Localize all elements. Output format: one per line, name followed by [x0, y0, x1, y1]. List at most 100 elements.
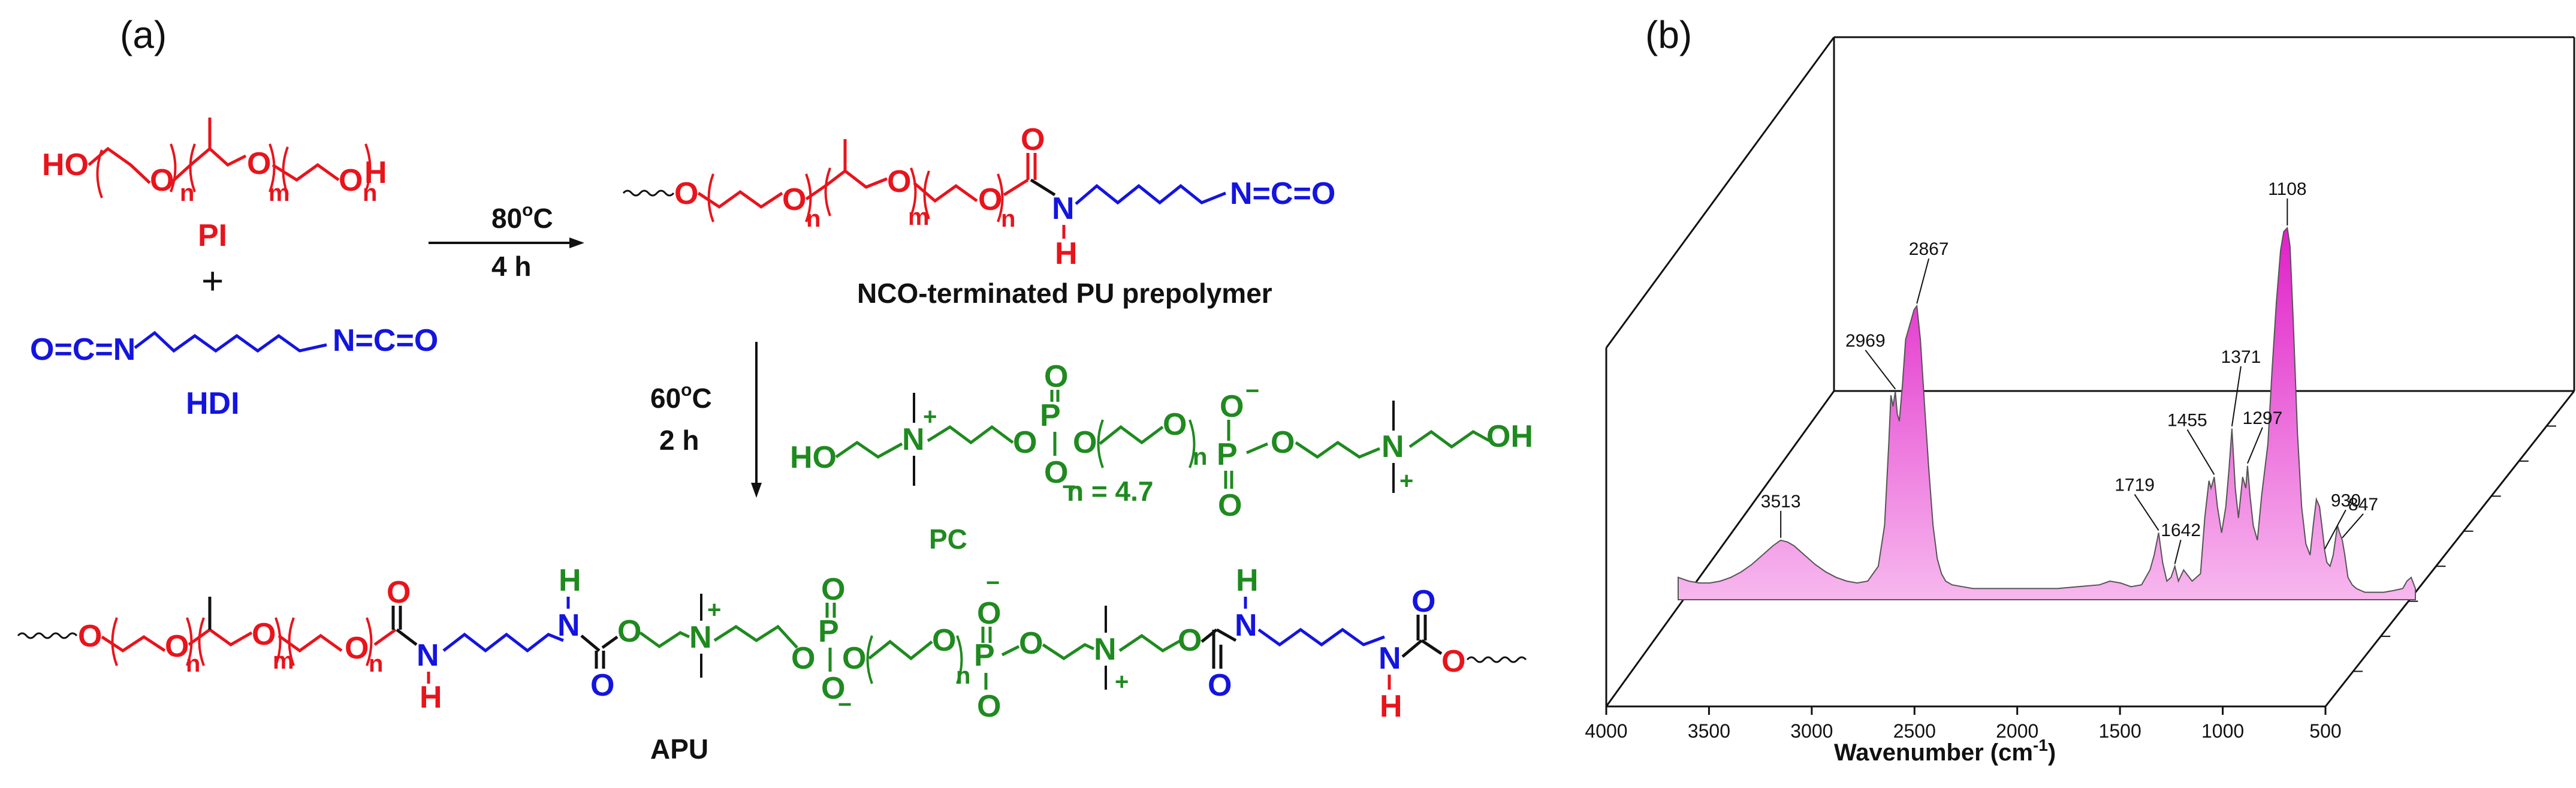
- apu-bracket2-right: [275, 617, 282, 666]
- peak-label-2969: 2969: [1845, 331, 1886, 351]
- prepolymer-o1: O: [674, 176, 698, 211]
- apu-n2: n: [369, 651, 383, 677]
- box-floor-right: [2324, 390, 2575, 707]
- x-tick-label: 3000: [1790, 720, 1833, 742]
- pl-bracket1-left: [96, 149, 103, 198]
- prepolymer-bracket3-left: [923, 170, 930, 219]
- apu-p1: P: [818, 614, 839, 649]
- x-tick-label: 1500: [2099, 720, 2141, 742]
- pl-o1-text: O: [150, 163, 174, 198]
- pl-bond-chain1: [88, 146, 151, 184]
- hdi-left-text: O=C=N: [30, 332, 135, 367]
- peak-label-1719: 1719: [2115, 475, 2155, 495]
- pc-p1-o-top: O: [1044, 359, 1068, 394]
- apu-carbonyl4-o: O: [1411, 584, 1435, 619]
- prepolymer-o2: O: [782, 182, 806, 217]
- apu-carbonyl2-o: O: [590, 668, 614, 703]
- apu-hexyl2: [1257, 627, 1385, 647]
- apu-o3: O: [252, 617, 276, 652]
- apu-bond-nc2: [580, 634, 601, 652]
- peak-label-1371: 1371: [2221, 347, 2261, 367]
- pc-n1: N: [902, 422, 925, 457]
- peak-annotations: 3513296928671719164214551371129711089308…: [1761, 179, 2378, 564]
- pc-bracket-left: [1097, 419, 1104, 468]
- pc-n1-plus: +: [923, 404, 937, 430]
- step1-temp: 80oC: [491, 200, 553, 234]
- prepolymer-n2: n: [1001, 206, 1015, 232]
- peak-leader-line: [1865, 350, 1896, 390]
- apu-nh1-h: H: [420, 680, 442, 715]
- prepolymer-nh-h: H: [1055, 236, 1078, 271]
- pl-bond-chain2: [170, 146, 247, 184]
- pc-ho: HO: [790, 440, 837, 475]
- apu-carbonyl1-o: O: [387, 575, 411, 610]
- x-tick-label: 4000: [1585, 720, 1627, 742]
- peak-leader-line: [2231, 366, 2242, 426]
- hdi-right-text: N=C=O: [333, 323, 438, 358]
- pc-p2-minus: −: [1245, 378, 1259, 404]
- apu-p2-o-top: O: [977, 596, 1001, 631]
- pc-p2-o-top: O: [1220, 389, 1244, 424]
- step1-arrow-head: [569, 237, 584, 248]
- pl-bracket3-right: [364, 143, 372, 193]
- apu-o1: O: [78, 619, 102, 654]
- hdi-chain: [134, 330, 327, 353]
- pc-n2-plus: +: [1399, 468, 1413, 494]
- x-tick-label: 3500: [1688, 720, 1730, 742]
- prepolymer-bond-cn: [1030, 178, 1056, 197]
- x-tick-label: 2500: [1893, 720, 1936, 742]
- depth-axis-ticks: [2353, 425, 2556, 672]
- peak-leader-line: [2324, 509, 2346, 549]
- prepolymer-o4: O: [978, 182, 1002, 217]
- apu-bond-cn3: [1215, 628, 1237, 642]
- prepolymer-structure: O O n O m O n O N H N=C=O: [622, 122, 1335, 309]
- prepolymer-chain1: [697, 190, 783, 209]
- apu-p1-o-bot: O: [821, 671, 845, 706]
- pl-bond-chain3: [272, 163, 340, 182]
- apu-o8: O: [932, 623, 956, 658]
- prepolymer-o3: O: [887, 164, 911, 199]
- pc-p2-o-bot: O: [1218, 488, 1242, 523]
- apu-o7: O: [842, 641, 866, 676]
- apu-o9: O: [1019, 626, 1043, 661]
- apu-wavy-right: [1466, 656, 1527, 663]
- apu-chain4: [639, 631, 690, 649]
- hdi-name: HDI: [186, 386, 240, 421]
- pc-oh: OH: [1486, 419, 1533, 454]
- peak-label-1642: 1642: [2161, 521, 2201, 540]
- pc-p1: P: [1040, 398, 1061, 433]
- apu-p2-o-bot: O: [977, 689, 1001, 724]
- prepolymer-bracket1-right: [805, 173, 812, 222]
- apu-p1-minus: −: [838, 691, 852, 718]
- plus-sign: +: [201, 259, 224, 302]
- panel-a: (a) HO O n O m O n H PI + O=C=N: [17, 13, 1533, 765]
- apu-n-quat1-plus: +: [707, 597, 721, 623]
- step2-arrow-head: [751, 483, 762, 498]
- x-tick-label: 2000: [1996, 720, 2038, 742]
- pl-ho-text: HO: [42, 148, 89, 182]
- box-floor-left: [1605, 390, 1835, 707]
- prepolymer-n1: n: [806, 206, 821, 232]
- apu-chain7: [1118, 633, 1182, 652]
- pc-o1: O: [1013, 425, 1037, 460]
- pl-bracket1-right: [170, 143, 177, 193]
- pc-chain4: [1408, 429, 1491, 449]
- step1-time: 4 h: [491, 251, 531, 282]
- step2-time: 2 h: [659, 425, 699, 456]
- apu-hexyl1: [442, 632, 564, 653]
- pl-o2-text: O: [247, 146, 271, 181]
- apu-pc-bracket-right: [956, 635, 963, 684]
- prepolymer-bracket1-left: [707, 173, 714, 222]
- x-tick-label: 1000: [2201, 720, 2244, 742]
- apu-bond-nc4: [1401, 639, 1423, 658]
- pc-structure: HO N + O P O O − O O n n = 4.7 P O −: [790, 359, 1533, 555]
- prepolymer-nh-n: N: [1052, 191, 1075, 226]
- spectrum-layer: [1678, 226, 2416, 600]
- pl-structure: HO O n O m O n H PI: [42, 118, 387, 253]
- panel-a-label: (a): [120, 13, 167, 56]
- peak-label-2867: 2867: [1909, 239, 1949, 259]
- pc-o4: O: [1271, 425, 1295, 460]
- peak-label-847: 847: [2348, 495, 2378, 515]
